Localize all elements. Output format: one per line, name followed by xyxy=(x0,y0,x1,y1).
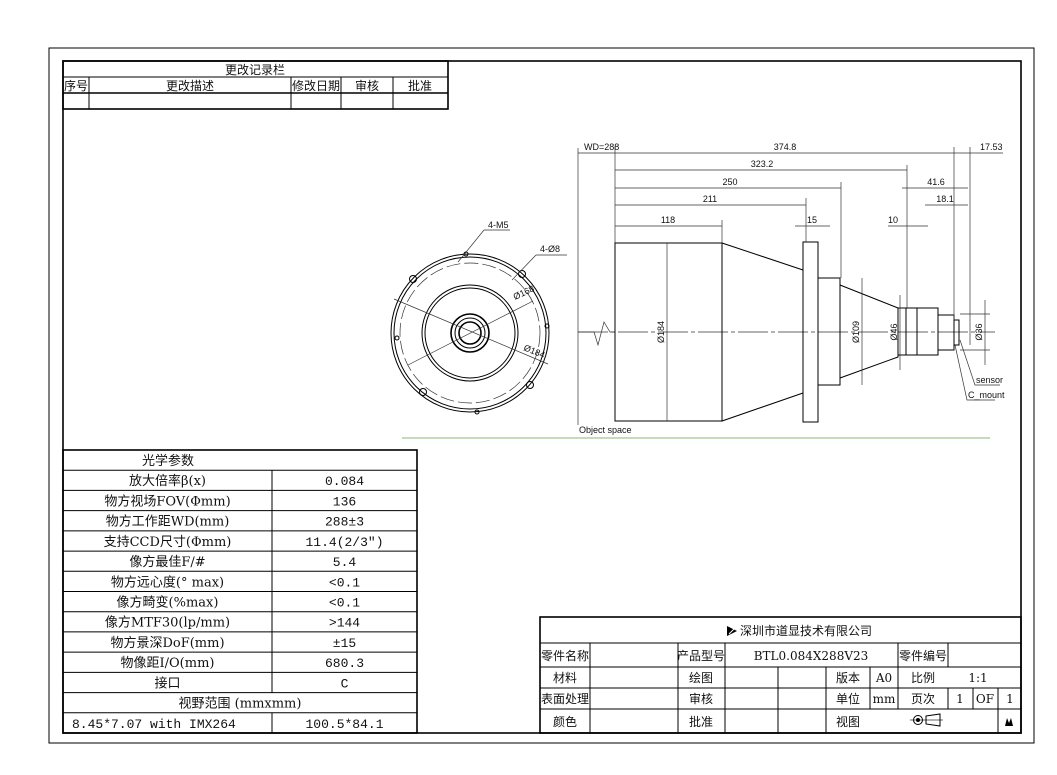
param-value: C xyxy=(341,676,349,691)
c-mount-label: C_mount xyxy=(968,390,1005,400)
revision-table: 更改记录栏 序号 更改描述 修改日期 审核 批准 xyxy=(62,60,449,110)
param-name: 像方最佳F/# xyxy=(129,554,205,570)
header-approve: 批准 xyxy=(408,78,432,93)
c-mount xyxy=(937,314,955,351)
param-name: 像方MTF30(lp/mm) xyxy=(105,615,230,631)
flange-width-label: 15 xyxy=(807,215,817,225)
dia-184-label: Ø184 xyxy=(522,343,546,361)
param-value: 288±3 xyxy=(325,515,364,530)
part-name-label: 零件名称 xyxy=(541,648,589,663)
dia-168-label: Ø168 xyxy=(512,283,536,301)
param-name: 接口 xyxy=(154,675,180,691)
to-step-label: 250 xyxy=(722,177,737,187)
title-block: 深圳市道显技术有限公司 零件名称 产品型号 BTL0.084X288V23 零件… xyxy=(539,616,1022,734)
ring-width-label: 10 xyxy=(888,215,898,225)
model-label: 产品型号 xyxy=(677,649,725,663)
to-flange-label: 211 xyxy=(703,194,717,204)
scale-value: 1:1 xyxy=(968,671,987,685)
pages-value: 1 xyxy=(1006,692,1014,706)
wd-label: WD=288 xyxy=(584,142,619,152)
scale-label: 比例 xyxy=(911,671,935,685)
param-name: 物方工作距WD(mm) xyxy=(106,514,230,530)
dia-neck-label: Ø46 xyxy=(889,323,899,340)
to-mount-label: 323.2 xyxy=(751,159,774,169)
through-holes-label: 4-Ø8 xyxy=(540,244,560,254)
revision-title: 更改记录栏 xyxy=(225,62,285,77)
header-seq: 序号 xyxy=(64,78,88,93)
param-value: 680.3 xyxy=(325,656,364,671)
version-value: A0 xyxy=(875,671,892,685)
param-name: 物方远心度(° max) xyxy=(111,574,224,590)
sensor-offset-label: 17.53 xyxy=(980,142,1003,152)
surface-label: 表面处理 xyxy=(541,692,589,706)
company-logo xyxy=(727,626,737,636)
param-name: 支持CCD尺寸(Φmm) xyxy=(104,535,232,550)
front-view: 4-M5 4-Ø8 Ø168 Ø184 xyxy=(390,220,567,415)
side-view: WD=288 374.8 17.53 323.2 250 211 118 15 … xyxy=(577,142,1005,435)
stamp-icon xyxy=(1005,718,1013,726)
param-value: 11.4(2/3″) xyxy=(305,535,383,550)
object-space-label: Object space xyxy=(579,425,632,435)
fov-value: 100.5*84.1 xyxy=(305,717,383,732)
rear-length-label: 18.1 xyxy=(936,194,954,204)
projection-symbol-icon xyxy=(910,713,943,727)
drawing-label: 绘图 xyxy=(689,670,713,685)
fov-sensor: 8.45*7.07 with IMX264 xyxy=(72,717,236,732)
sensor-label: sensor xyxy=(976,375,1003,385)
company-name: 深圳市道显技术有限公司 xyxy=(740,623,872,638)
dia-mount-label: Ø36 xyxy=(974,323,984,340)
optical-params-table: 光学参数 放大倍率β(x) 0.084 物方视场FOV(Φmm) 136 物方工作距WD… xyxy=(62,449,418,734)
param-value: ±15 xyxy=(333,636,356,651)
color-label: 颜色 xyxy=(553,714,577,729)
param-name: 物像距I/O(mm) xyxy=(121,656,215,671)
fov-title: 视野范围 (mmxmm) xyxy=(179,697,302,712)
header-description: 更改描述 xyxy=(166,79,214,93)
dia-barrel-label: Ø184 xyxy=(656,321,666,343)
param-name: 物方景深DoF(mm) xyxy=(110,635,224,651)
review-label: 审核 xyxy=(689,691,713,706)
approve-label: 批准 xyxy=(689,714,713,729)
of-label: OF xyxy=(976,692,994,706)
param-name: 放大倍率β(x) xyxy=(129,473,206,489)
param-value: 0.084 xyxy=(325,474,364,489)
unit-label: 单位 xyxy=(836,691,860,706)
param-value: <0.1 xyxy=(329,596,360,611)
outer-border xyxy=(48,47,1035,744)
view-label: 视图 xyxy=(836,714,860,729)
page-label: 页次 xyxy=(911,692,935,706)
overall-length-label: 374.8 xyxy=(774,142,797,152)
material-label: 材料 xyxy=(553,671,577,685)
param-name: 物方视场FOV(Φmm) xyxy=(104,493,230,509)
bolt-holes xyxy=(394,251,550,415)
model-value: BTL0.084X288V23 xyxy=(754,649,869,663)
param-value: <0.1 xyxy=(329,575,360,590)
param-value: 136 xyxy=(333,494,356,509)
dia-step-label: Ø109 xyxy=(851,321,861,343)
part-no-label: 零件编号 xyxy=(899,648,947,663)
header-review: 审核 xyxy=(355,78,379,93)
unit-value: mm xyxy=(873,692,896,706)
page-value: 1 xyxy=(956,692,964,706)
mount-length-label: 41.6 xyxy=(927,177,945,187)
version-label: 版本 xyxy=(836,671,860,685)
optical-params-title: 光学参数 xyxy=(142,453,194,469)
param-value: 5.4 xyxy=(333,555,357,570)
thread-holes-label: 4-M5 xyxy=(488,220,509,230)
header-date: 修改日期 xyxy=(292,78,340,93)
param-value: >144 xyxy=(329,616,360,631)
param-name: 像方畸变(%max) xyxy=(117,595,219,611)
barrel-length-label: 118 xyxy=(661,215,675,225)
